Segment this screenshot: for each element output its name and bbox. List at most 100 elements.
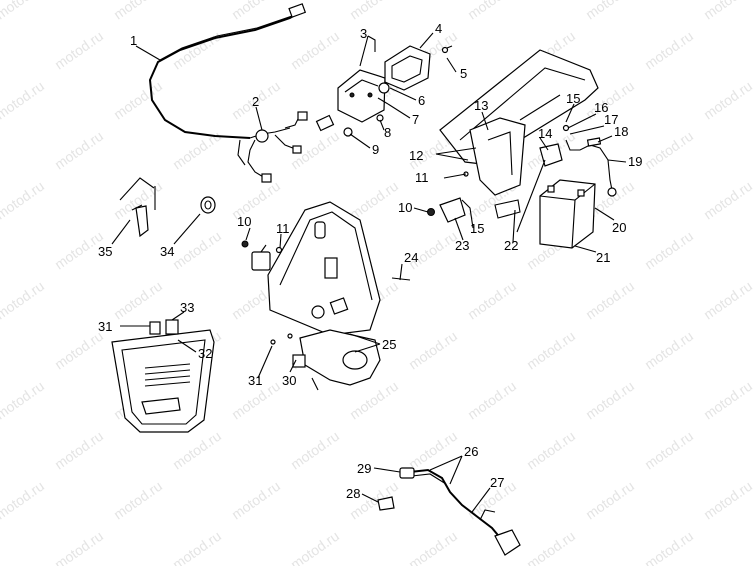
callout-26: 26 (464, 444, 478, 459)
callout-24: 24 (404, 250, 418, 265)
callout-29: 29 (357, 461, 371, 476)
callout-14: 14 (538, 126, 552, 141)
watermark-text: motod.ru (288, 28, 342, 73)
battery (539, 124, 617, 249)
callout-10-second: 10 (398, 200, 412, 215)
watermark-text: motod.ru (0, 478, 47, 523)
watermark-text: motod.ru (0, 378, 47, 423)
watermark-text: motod.ru (583, 278, 637, 323)
watermark-text: motod.ru (583, 478, 637, 523)
watermark-text: motod.ru (0, 78, 47, 123)
watermark-text: motod.ru (170, 528, 224, 566)
callout-6: 6 (418, 93, 425, 108)
watermark-text: motod.ru (642, 428, 696, 473)
callout-17: 17 (604, 112, 618, 127)
callout-15-second: 15 (470, 221, 484, 236)
watermark-text: motod.ru (0, 0, 47, 22)
callout-18: 18 (614, 124, 628, 139)
watermark-text: motod.ru (0, 178, 47, 223)
watermark-text: motod.ru (465, 378, 519, 423)
regulator (241, 240, 283, 271)
callout-31: 31 (248, 373, 262, 388)
tail-light-assembly (337, 45, 453, 137)
watermark-text: motod.ru (288, 428, 342, 473)
callout-27: 27 (490, 475, 504, 490)
callout-31-second: 31 (98, 319, 112, 334)
callout-15: 15 (566, 91, 580, 106)
callout-28: 28 (346, 486, 360, 501)
callout-23: 23 (455, 238, 469, 253)
watermark-text: motod.ru (229, 0, 283, 22)
callout-11-second: 11 (415, 170, 429, 185)
watermark-text: motod.ru (701, 478, 754, 523)
wiring-harness (148, 3, 335, 183)
callout-2: 2 (252, 94, 259, 109)
watermark-text: motod.ru (52, 328, 106, 373)
callout-11: 11 (276, 221, 290, 236)
watermark-text: motod.ru (52, 528, 106, 566)
callout-21: 21 (596, 250, 610, 265)
watermark-text: motod.ru (347, 378, 401, 423)
watermark-text: motod.ru (0, 278, 47, 323)
callout-5: 5 (460, 66, 467, 81)
watermark-text: motod.ru (642, 328, 696, 373)
callout-10: 10 (237, 214, 251, 229)
watermark-text: motod.ru (642, 28, 696, 73)
callout-34: 34 (160, 244, 174, 259)
watermark-text: motod.ru (524, 528, 578, 566)
watermark-text: motod.ru (701, 378, 754, 423)
rear-frame-mount (267, 201, 411, 391)
watermark-text: motod.ru (465, 0, 519, 22)
watermark-text: motod.ru (642, 528, 696, 566)
callout-16: 16 (594, 100, 608, 115)
callout-19: 19 (628, 154, 642, 169)
watermark-text: motod.ru (583, 0, 637, 22)
watermark-text: motod.ru (111, 78, 165, 123)
watermark-text: motod.ru (701, 278, 754, 323)
rear-frame (427, 49, 599, 223)
callout-13: 13 (474, 98, 488, 113)
callout-7: 7 (412, 112, 419, 127)
watermark-text: motod.ru (583, 378, 637, 423)
clip (200, 196, 216, 214)
watermark-text: motod.ru (288, 528, 342, 566)
watermark-text: motod.ru (347, 178, 401, 223)
callout-32: 32 (198, 346, 212, 361)
callout-9: 9 (372, 142, 379, 157)
watermark-text: motod.ru (642, 228, 696, 273)
watermark-text: motod.ru (170, 228, 224, 273)
callout-8: 8 (384, 125, 391, 140)
watermark-text: motod.ru (701, 0, 754, 22)
watermark-text: motod.ru (52, 128, 106, 173)
callout-12: 12 (409, 148, 423, 163)
watermark-text: motod.ru (52, 428, 106, 473)
callout-30: 30 (282, 373, 296, 388)
callout-22: 22 (504, 238, 518, 253)
leader-lines (111, 32, 627, 513)
watermark-text: motod.ru (701, 78, 754, 123)
callout-3: 3 (360, 26, 367, 41)
watermark-text: motod.ru (52, 28, 106, 73)
snow-flap (111, 319, 215, 433)
watermark-text: motod.ru (111, 278, 165, 323)
callout-20: 20 (612, 220, 626, 235)
watermark-text: motod.ru (524, 428, 578, 473)
watermark-text: motod.ru (111, 0, 165, 22)
watermark-text: motod.ru (524, 328, 578, 373)
callout-25: 25 (382, 337, 396, 352)
callout-1: 1 (130, 33, 137, 48)
callout-35: 35 (98, 244, 112, 259)
watermark-text: motod.ru (111, 478, 165, 523)
callout-labels: 1 2 3 4 5 6 7 8 9 10 11 12 13 14 15 16 1… (98, 21, 642, 501)
watermark-text: motod.ru (642, 128, 696, 173)
watermark-text: motod.ru (170, 428, 224, 473)
watermark-text: motod.ru (406, 528, 460, 566)
watermark-text: motod.ru (406, 328, 460, 373)
auxiliary-harness (377, 467, 521, 556)
watermark-text: motod.ru (465, 278, 519, 323)
watermark-text: motod.ru (229, 478, 283, 523)
watermark-text: motod.ru (347, 0, 401, 22)
strap (119, 177, 156, 238)
